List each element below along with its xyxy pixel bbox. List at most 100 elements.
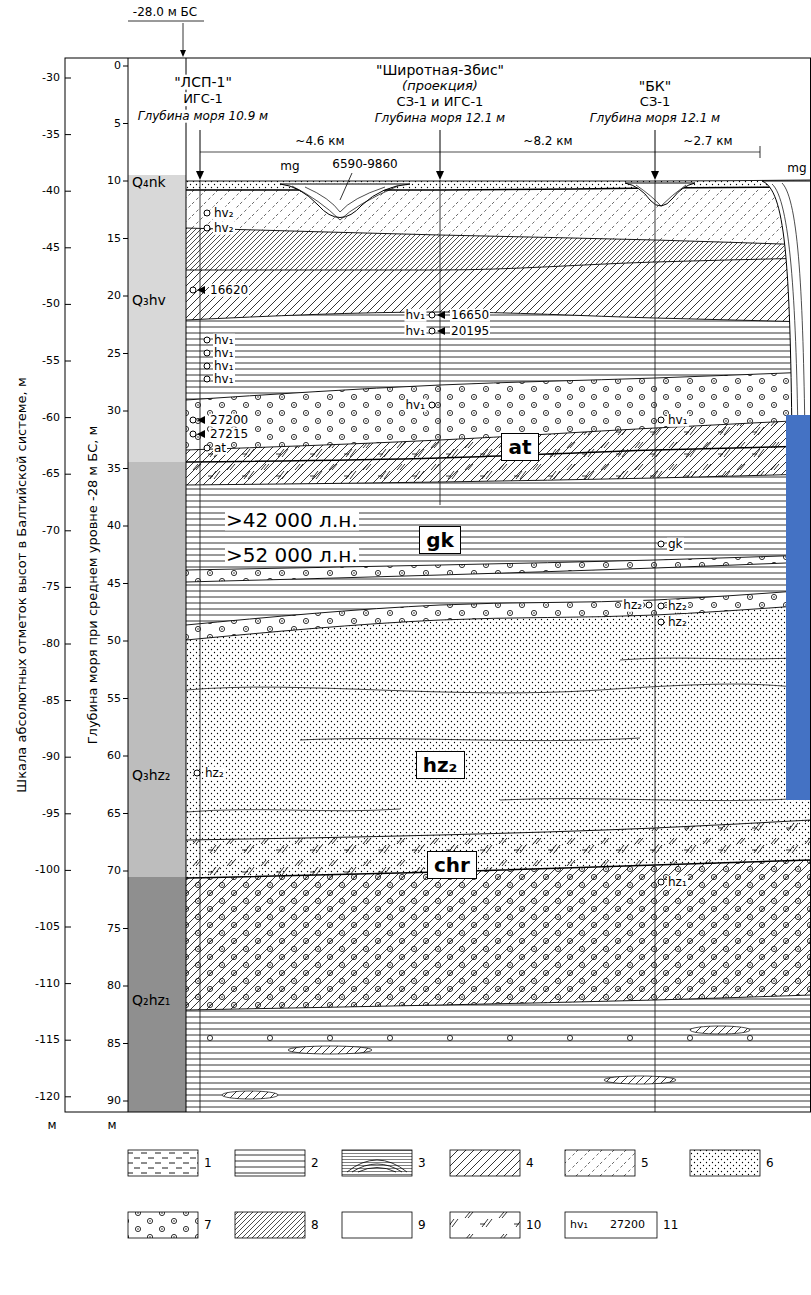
legend-swatch bbox=[450, 1212, 520, 1238]
legend-number: 2 bbox=[310, 1157, 320, 1170]
layer-index-box: at bbox=[501, 433, 539, 461]
legend-swatch bbox=[235, 1150, 305, 1176]
axis-tick bbox=[65, 417, 71, 418]
axis-tick bbox=[123, 928, 128, 929]
section-label: 27200 bbox=[209, 414, 249, 427]
section-label: hv₁ bbox=[213, 360, 235, 373]
channel-line bbox=[292, 186, 398, 220]
date-mark bbox=[197, 416, 205, 424]
datum-arrow bbox=[180, 50, 186, 57]
section-label: Глубина моря при среднем уровне -28 м БС… bbox=[86, 425, 100, 746]
section-label: -75 bbox=[41, 582, 61, 594]
section-label: gk bbox=[667, 538, 684, 551]
frame bbox=[65, 58, 811, 1112]
layer-boundary bbox=[186, 312, 811, 322]
gravel-mark bbox=[627, 1035, 632, 1040]
axis-tick bbox=[123, 871, 128, 872]
section-label: 27200 bbox=[609, 1219, 646, 1231]
borehole-line bbox=[655, 180, 656, 1112]
axis-tick bbox=[123, 238, 128, 239]
gravel-mark bbox=[267, 1035, 272, 1040]
section-label: 50 bbox=[106, 635, 122, 647]
section-label: -45 bbox=[41, 242, 61, 254]
axis-tick bbox=[123, 526, 128, 527]
section-label: 27215 bbox=[209, 428, 249, 441]
legend-number: 11 bbox=[662, 1219, 679, 1232]
section-label: hv₁ bbox=[667, 414, 689, 427]
section-label: -40 bbox=[41, 185, 61, 197]
axis-tick bbox=[123, 411, 128, 412]
sample-mark bbox=[658, 619, 664, 625]
section-label: 90 bbox=[106, 1095, 122, 1107]
axis-tick bbox=[123, 813, 128, 814]
section-label: 20195 bbox=[450, 325, 490, 338]
layer-index: hz₂ bbox=[423, 754, 458, 776]
section-label: 25 bbox=[106, 348, 122, 360]
axis-tick bbox=[65, 1040, 71, 1041]
axis-tick bbox=[65, 927, 71, 928]
layer-boundary bbox=[186, 446, 811, 462]
sample-mark bbox=[204, 376, 210, 382]
loam-lens bbox=[604, 1076, 676, 1084]
axis-tick bbox=[65, 474, 71, 475]
sample-mark bbox=[204, 210, 210, 216]
section-label: -70 bbox=[41, 525, 61, 537]
axis-tick bbox=[65, 700, 71, 701]
layer-boundary bbox=[186, 605, 811, 640]
sample-mark bbox=[190, 417, 196, 423]
section-label: 35 bbox=[106, 463, 122, 475]
section-label: (проекция) bbox=[401, 79, 479, 93]
sediment-layer bbox=[186, 420, 811, 485]
axis-tick bbox=[123, 756, 128, 757]
channel-line bbox=[305, 187, 385, 212]
legend-swatch-line bbox=[352, 1164, 402, 1172]
legend-swatch bbox=[565, 1150, 635, 1176]
axis-tick bbox=[65, 644, 71, 645]
section-label: 6590-9860 bbox=[331, 158, 398, 171]
section-label: "ЛСП-1" bbox=[173, 75, 233, 90]
section-label: mg bbox=[279, 160, 300, 173]
axis-tick bbox=[123, 181, 128, 182]
loam-lens bbox=[288, 1046, 372, 1054]
axis-tick bbox=[123, 468, 128, 469]
section-label: ~4.6 км bbox=[294, 135, 345, 148]
axis-tick bbox=[123, 1101, 128, 1102]
section-label: 80 bbox=[106, 980, 122, 992]
legend-number: 4 bbox=[525, 1157, 535, 1170]
date-mark bbox=[197, 286, 205, 294]
section-label: -65 bbox=[41, 468, 61, 480]
legend-number: 6 bbox=[765, 1157, 775, 1170]
section-label: hz₂ bbox=[667, 600, 688, 613]
section-label: Q₃hz₂ bbox=[131, 768, 171, 783]
layer-boundary bbox=[186, 187, 811, 190]
section-label: "Широтная-3бис" bbox=[375, 63, 505, 78]
section-label: м bbox=[46, 1119, 57, 1132]
section-label: hz₂ bbox=[667, 616, 688, 629]
layer-boundary bbox=[186, 180, 811, 181]
axis-tick bbox=[65, 247, 71, 248]
borehole-arrow bbox=[440, 130, 441, 172]
axis-tick bbox=[123, 353, 128, 354]
section-label: 55 bbox=[106, 693, 122, 705]
section-label: 65 bbox=[106, 808, 122, 820]
section-label: 0 bbox=[113, 60, 122, 72]
sediment-layer bbox=[186, 995, 811, 1112]
legend-number: 10 bbox=[525, 1219, 542, 1232]
axis-tick bbox=[123, 986, 128, 987]
gravel-mark bbox=[687, 1035, 692, 1040]
section-label: -30 bbox=[41, 72, 61, 84]
section-label: -110 bbox=[34, 978, 61, 990]
sample-mark bbox=[194, 770, 200, 776]
section-label: at bbox=[213, 442, 227, 455]
section-label: 30 bbox=[106, 405, 122, 417]
section-label: hv₁ bbox=[213, 347, 235, 360]
axis-tick bbox=[123, 583, 128, 584]
column-border bbox=[186, 58, 187, 1112]
legend-number: 3 bbox=[417, 1157, 427, 1170]
layer-index: gk bbox=[426, 529, 454, 551]
gravel-mark bbox=[567, 1035, 572, 1040]
borehole-arrow bbox=[196, 171, 204, 180]
section-label: -35 bbox=[41, 129, 61, 141]
section-label: hv₁ bbox=[404, 325, 426, 338]
